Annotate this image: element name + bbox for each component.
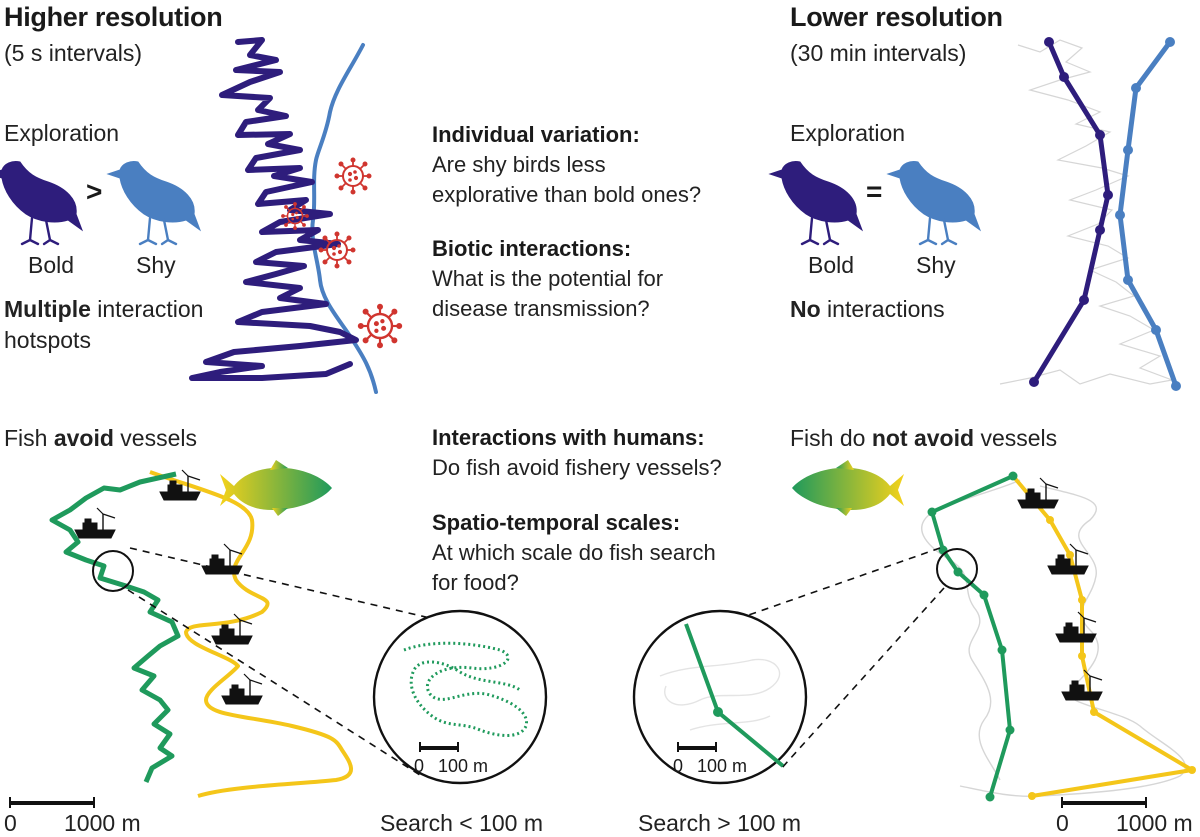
left-interaction-text: Multiple interaction [4,296,203,322]
left-comparison-symbol: > [86,176,103,207]
left-exploration-label: Exploration [4,120,120,146]
left-interaction-line2: hotspots [4,327,91,353]
question-line: Are shy birds less [432,152,606,177]
right-scale-value: 1000 m [1116,810,1193,836]
vessel-fixes [1028,516,1196,800]
left-scale-value: 1000 m [64,810,141,836]
left-shy-label: Shy [136,252,176,278]
virus-icon [357,303,403,349]
left-bold-label: Bold [28,252,75,278]
scale-bar-left [9,797,95,808]
right-scale-zero: 0 [1056,810,1069,836]
bold-bird-track-lowres [1031,41,1111,384]
right-interaction-bold: No [790,296,821,322]
right-title: Lower resolution [790,2,1003,32]
left-fish-caption: Fish avoid vessels [4,425,197,451]
right-fish-caption: Fish do not avoid vessels [790,425,1057,451]
right-exploration-label: Exploration [790,120,906,146]
left-fish-suffix: vessels [113,425,198,451]
right-bold-label: Bold [808,252,855,278]
scale-bar-right [1061,797,1147,808]
left-inset-value: 100 m [438,756,489,776]
fishing-vessel-icon [1017,477,1059,509]
right-comparison-symbol: = [866,176,883,207]
inset-zoom-right [632,609,808,785]
fish-fixes [927,471,1018,802]
fishing-vessel-icon [221,673,263,705]
tuna-fish-icon [792,460,904,516]
question-heading: Interactions with humans: [432,425,705,450]
left-interaction-rest: interaction [90,296,204,322]
question-line: At which scale do fish search [432,540,716,565]
right-fish-suffix: vessels [974,425,1058,451]
virus-icon [318,231,356,269]
zoom-circle-left [92,547,461,776]
left-scale-zero: 0 [4,810,17,836]
right-fish-prefix: Fish do [790,425,872,451]
fish-track-highres [49,471,181,783]
left-inset-zero: 0 [414,756,425,776]
shy-bird-fixes [1115,37,1181,391]
virus-icon [334,157,372,195]
fishing-vessel-icon [74,507,116,539]
question-line: explorative than bold ones? [432,182,702,207]
question-line: disease transmission? [432,296,650,321]
right-shy-label: Shy [916,252,956,278]
right-inset-value: 100 m [697,756,748,776]
fish-track-lowres [930,474,1014,798]
right-inset-zero: 0 [673,756,684,776]
shy-bird-track-lowres [1117,40,1179,387]
bold-bird-fixes [1029,37,1113,387]
inset-zoom-left [372,609,548,785]
right-fish-bold: not avoid [871,425,975,451]
left-fish-prefix: Fish [4,425,54,451]
bold-bird-track-highres [189,37,359,381]
fishing-vessel-icon [1055,611,1097,643]
zoom-circle-right [705,547,978,771]
left-subtitle: (5 s intervals) [4,40,143,66]
left-search-caption: Search < 100 m [380,810,544,836]
fishing-vessel-icon [201,543,243,575]
question-line: Do fish avoid fishery vessels? [432,455,722,480]
bird-icon [768,160,864,246]
right-interaction-rest: interactions [820,296,945,322]
fishing-vessel-icon [1061,669,1103,701]
right-subtitle: (30 min intervals) [790,40,967,66]
left-title: Higher resolution [4,2,223,32]
vessel-track-highres [149,470,353,798]
tuna-fish-icon [220,460,332,516]
question-heading: Spatio-temporal scales: [432,510,681,535]
bird-icon [106,160,202,246]
background-track [999,39,1175,385]
question-line: for food? [432,570,519,595]
vessel-track-lowres [1011,474,1194,798]
right-interaction-text: No interactions [790,296,945,322]
bird-icon [0,160,84,246]
right-search-caption: Search > 100 m [638,810,802,836]
left-fish-bold: avoid [53,425,114,451]
question-heading: Biotic interactions: [432,236,632,261]
question-line: What is the potential for [432,266,664,291]
question-heading: Individual variation: [432,122,640,147]
left-interaction-bold: Multiple [4,296,91,322]
bird-icon [886,160,982,246]
virus-icon [280,201,310,231]
